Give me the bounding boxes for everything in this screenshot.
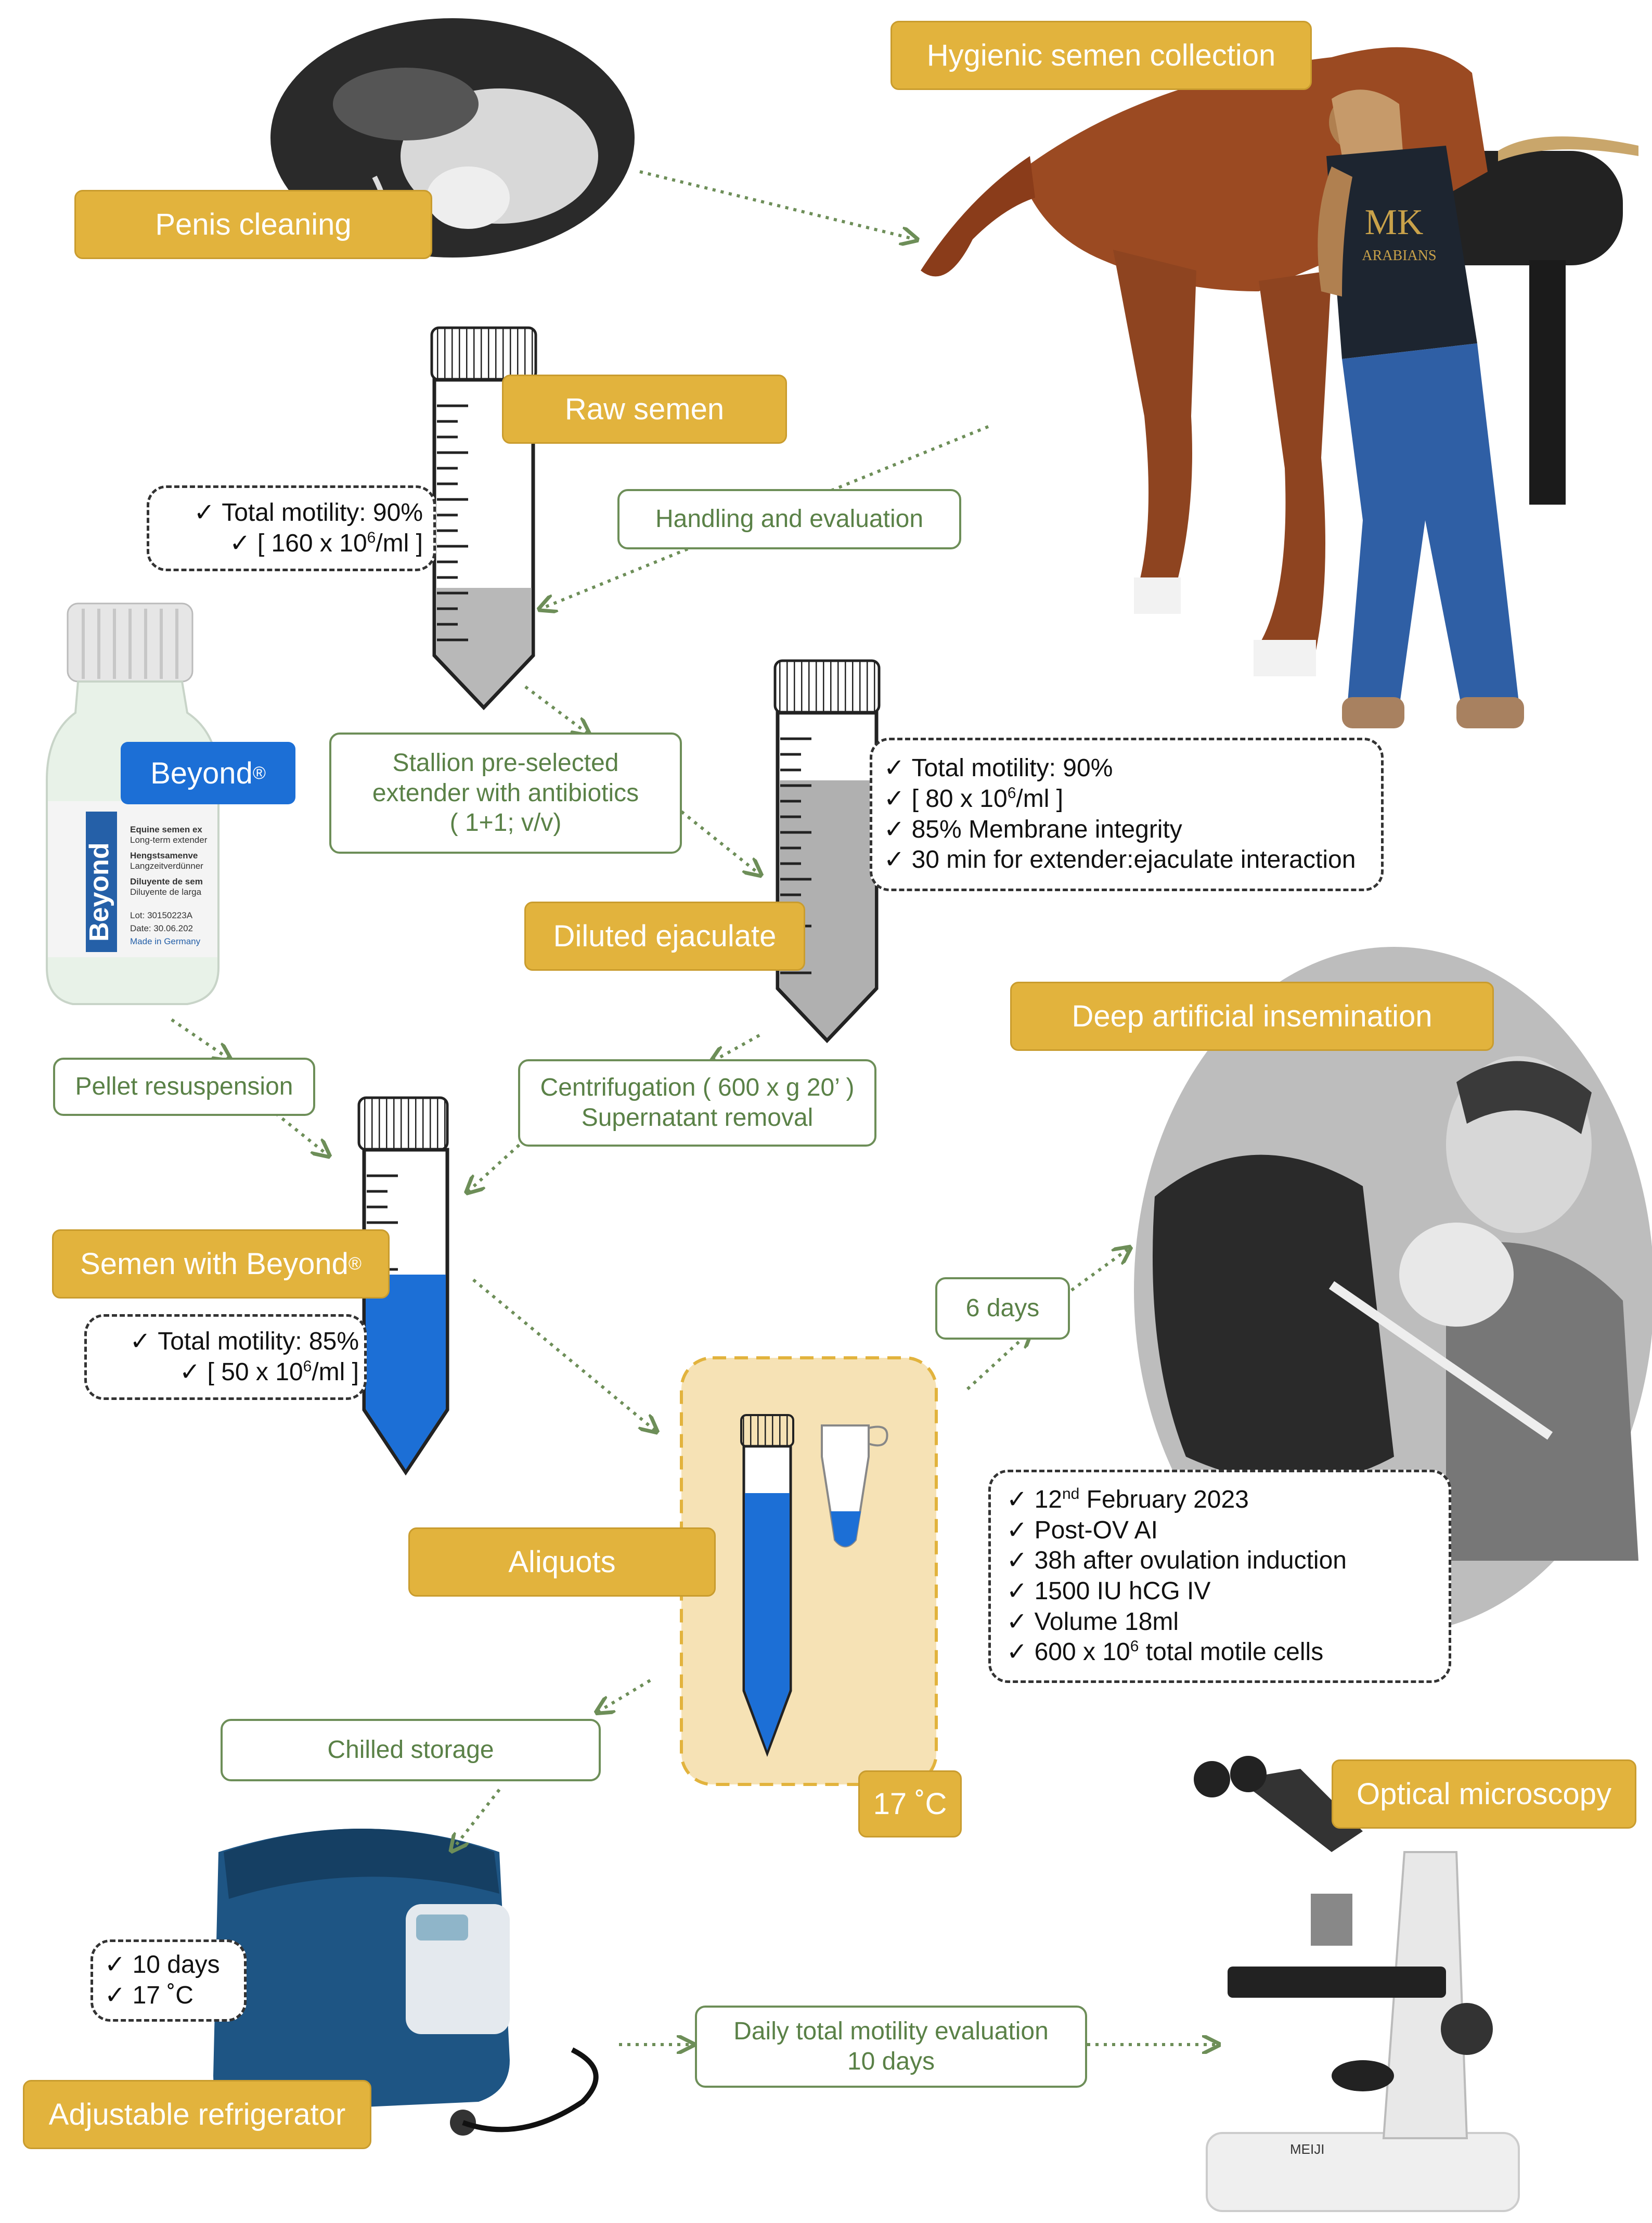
fridge-days: 10 days	[105, 1950, 244, 1981]
svg-text:Long-term extender: Long-term extender	[130, 835, 208, 845]
microscope-brand-text: MEIJI	[1290, 2141, 1324, 2157]
label-beyond: Beyond®	[121, 742, 295, 804]
label-beyond-text: Beyond	[150, 756, 253, 791]
bottle-brand-text: Beyond	[84, 842, 114, 942]
svg-text:Diluyente de sem: Diluyente de sem	[130, 877, 203, 886]
beyond-concentration: [ 50 x 106/ml ]	[179, 1357, 359, 1388]
label-adjustable-refrigerator: Adjustable refrigerator	[23, 2080, 371, 2149]
step-daily-line1: Daily total motility evaluation	[733, 2016, 1049, 2047]
diluted-stats: Total motility: 90% [ 80 x 106/ml ] 85% …	[870, 738, 1384, 891]
diluted-interaction: 30 min for extender:ejaculate interactio…	[884, 845, 1381, 876]
step-extender-line2: extender with antibiotics	[372, 778, 639, 808]
step-centrifugation-line1: Centrifugation ( 600 x g 20’ )	[540, 1073, 855, 1103]
horse-collection-photo: MK ARABIANS	[921, 47, 1638, 728]
step-chilled-text: Chilled storage	[327, 1735, 494, 1765]
step-extender: Stallion pre-selected extender with anti…	[329, 733, 682, 854]
diluted-concentration: [ 80 x 106/ml ]	[884, 784, 1381, 815]
step-handling-text: Handling and evaluation	[655, 504, 923, 534]
ai-timing: 38h after ovulation induction	[1006, 1546, 1449, 1576]
ai-post-ov: Post-OV AI	[1006, 1515, 1449, 1546]
step-pellet-resuspension: Pellet resuspension	[53, 1058, 315, 1116]
ai-volume: Volume 18ml	[1006, 1607, 1449, 1638]
label-deep-ai: Deep artificial insemination	[1010, 982, 1494, 1051]
svg-text:Lot: 30150223A: Lot: 30150223A	[130, 910, 193, 920]
ai-details: 12nd February 2023 Post-OV AI 38h after …	[988, 1470, 1451, 1683]
svg-text:Diluyente de larga: Diluyente de larga	[130, 887, 202, 897]
step-six-days: 6 days	[935, 1277, 1070, 1340]
step-centrifugation-line2: Supernatant removal	[582, 1103, 814, 1133]
step-daily-evaluation: Daily total motility evaluation 10 days	[695, 2006, 1087, 2088]
label-diluted-ejaculate: Diluted ejaculate	[524, 902, 805, 971]
diluted-ejaculate-tube	[775, 661, 879, 1040]
ai-cells: 600 x 106 total motile cells	[1006, 1637, 1449, 1668]
diluted-motility: Total motility: 90%	[884, 753, 1381, 784]
label-raw-semen: Raw semen	[502, 375, 787, 444]
step-pellet-text: Pellet resuspension	[75, 1072, 293, 1102]
svg-text:Date: 30.06.202: Date: 30.06.202	[130, 923, 193, 933]
step-centrifugation: Centrifugation ( 600 x g 20’ ) Supernata…	[518, 1059, 876, 1147]
label-semen-with-beyond: Semen with Beyond®	[52, 1229, 390, 1299]
shirt-logo-text: MK	[1365, 202, 1424, 242]
shirt-brand-text: ARABIANS	[1362, 248, 1436, 264]
registered-mark: ®	[253, 763, 266, 783]
fridge-temp: 17 ˚C	[105, 1981, 244, 2011]
label-aliquots: Aliquots	[408, 1527, 716, 1597]
label-optical-microscopy: Optical microscopy	[1332, 1759, 1636, 1829]
raw-semen-stats: Total motility: 90% [ 160 x 106/ml ]	[147, 485, 436, 571]
svg-text:Equine semen ex: Equine semen ex	[130, 825, 202, 834]
beyond-stats: Total motility: 85% [ 50 x 106/ml ]	[84, 1314, 367, 1400]
step-chilled-storage: Chilled storage	[221, 1719, 601, 1781]
step-handling-evaluation: Handling and evaluation	[617, 489, 961, 549]
label-temp-17: 17 ˚C	[858, 1770, 962, 1837]
registered-mark: ®	[349, 1254, 362, 1274]
svg-text:Hengstsamenve: Hengstsamenve	[130, 851, 198, 860]
step-extender-line1: Stallion pre-selected	[393, 748, 619, 778]
svg-text:Made in Germany: Made in Germany	[130, 936, 201, 946]
fridge-stats: 10 days 17 ˚C	[91, 1939, 247, 2022]
step-daily-line2: 10 days	[847, 2047, 935, 2077]
aliquots-box	[681, 1358, 936, 1784]
diluted-membrane: 85% Membrane integrity	[884, 815, 1381, 845]
step-extender-line3: ( 1+1; v/v)	[450, 808, 562, 838]
ai-date: 12nd February 2023	[1006, 1485, 1449, 1515]
beyond-motility: Total motility: 85%	[130, 1327, 359, 1357]
raw-concentration: [ 160 x 106/ml ]	[229, 529, 423, 559]
step-six-days-text: 6 days	[966, 1293, 1039, 1323]
label-hygienic-collection: Hygienic semen collection	[890, 21, 1312, 90]
raw-motility: Total motility: 90%	[194, 498, 423, 529]
ai-hcg: 1500 IU hCG IV	[1006, 1576, 1449, 1607]
svg-text:Langzeitverdünner: Langzeitverdünner	[130, 861, 203, 871]
label-semen-with-beyond-text: Semen with Beyond	[80, 1247, 349, 1281]
label-penis-cleaning: Penis cleaning	[74, 190, 432, 259]
